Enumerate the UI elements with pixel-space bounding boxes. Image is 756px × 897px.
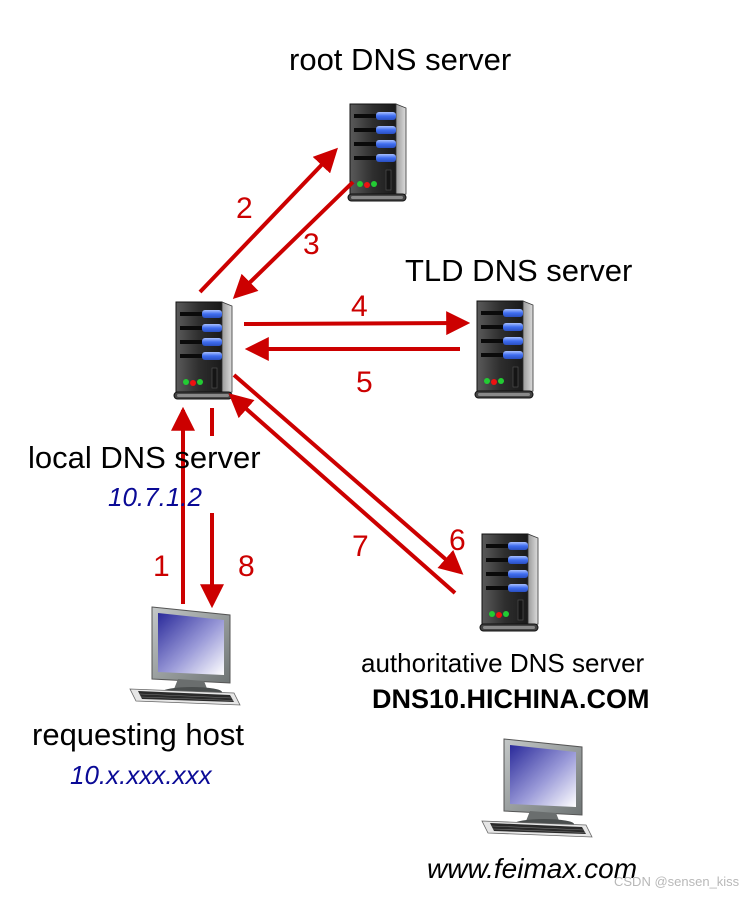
tld-dns-server-icon — [474, 300, 534, 399]
step-number-1: 1 — [153, 550, 170, 583]
step-number-7: 7 — [352, 530, 369, 563]
authoritative-dns-server-hostname: DNS10.HICHINA.COM — [372, 684, 650, 714]
step-number-2: 2 — [236, 192, 253, 225]
local-dns-server-ip: 10.7.1.2 — [108, 482, 202, 512]
arrow-step-7 — [228, 393, 457, 595]
target-host-label: www.feimax.com — [427, 853, 638, 884]
step-number-6: 6 — [449, 524, 466, 557]
tld-dns-server-label: TLD DNS server — [405, 253, 633, 288]
local-dns-server-label: local DNS server — [28, 440, 261, 475]
watermark: CSDN @sensen_kiss — [614, 874, 740, 889]
arrow-step-6 — [232, 373, 464, 575]
local-dns-server-icon — [173, 301, 233, 400]
root-dns-server-label: root DNS server — [289, 42, 512, 77]
target-host-computer-icon — [481, 738, 593, 838]
step-number-8: 8 — [238, 550, 255, 583]
requesting-host-ip: 10.x.xxx.xxx — [70, 760, 212, 790]
requesting-host-label: requesting host — [32, 717, 244, 752]
requesting-host-computer-icon — [129, 606, 241, 706]
arrow-step-4 — [243, 311, 471, 336]
authoritative-dns-server-label: authoritative DNS server — [361, 648, 645, 678]
step-number-5: 5 — [356, 366, 373, 399]
authoritative-dns-server-icon — [479, 533, 539, 632]
root-dns-server-icon — [347, 103, 407, 202]
arrow-step-3 — [232, 180, 355, 300]
step-number-4: 4 — [351, 290, 368, 323]
arrow-step-2 — [198, 147, 338, 294]
step-number-3: 3 — [303, 228, 320, 261]
